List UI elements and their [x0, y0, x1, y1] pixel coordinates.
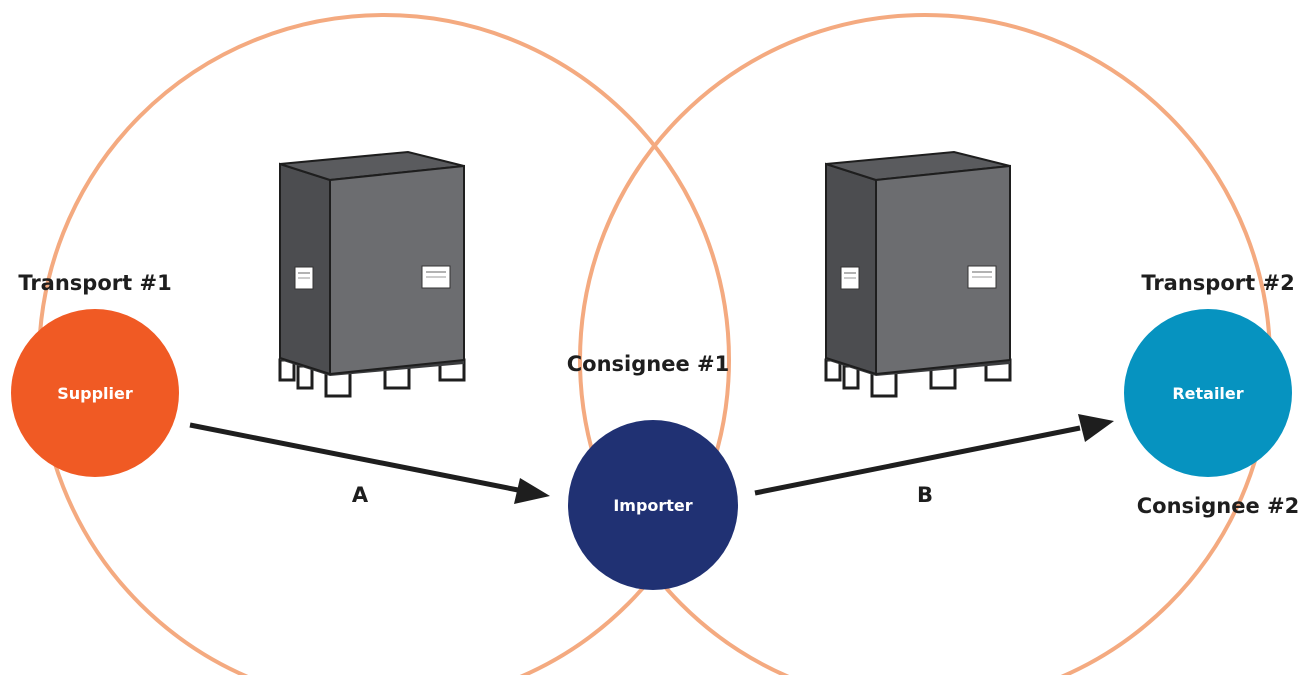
- arrow-b: [754, 425, 1081, 496]
- arrow-a-label: A: [352, 483, 369, 507]
- pallet-crate-icon: [824, 150, 1012, 398]
- supplier-node: [11, 309, 179, 477]
- arrow-a-head: [514, 478, 550, 504]
- consignee-1-label: Consignee #1: [567, 352, 729, 376]
- pallet-crate-icon: [278, 150, 466, 398]
- retailer-node: [1124, 309, 1292, 477]
- arrow-b-head: [1078, 414, 1114, 442]
- transport-2-label: Transport #2: [1141, 271, 1294, 295]
- supplier-label: Supplier: [57, 384, 133, 403]
- transport-1-label: Transport #1: [18, 271, 171, 295]
- retailer-label: Retailer: [1172, 384, 1243, 403]
- consignee-2-label: Consignee #2: [1137, 494, 1299, 518]
- importer-label: Importer: [613, 496, 692, 515]
- importer-node: [568, 420, 738, 590]
- arrow-b-label: B: [917, 483, 933, 507]
- arrow-a: [189, 422, 519, 493]
